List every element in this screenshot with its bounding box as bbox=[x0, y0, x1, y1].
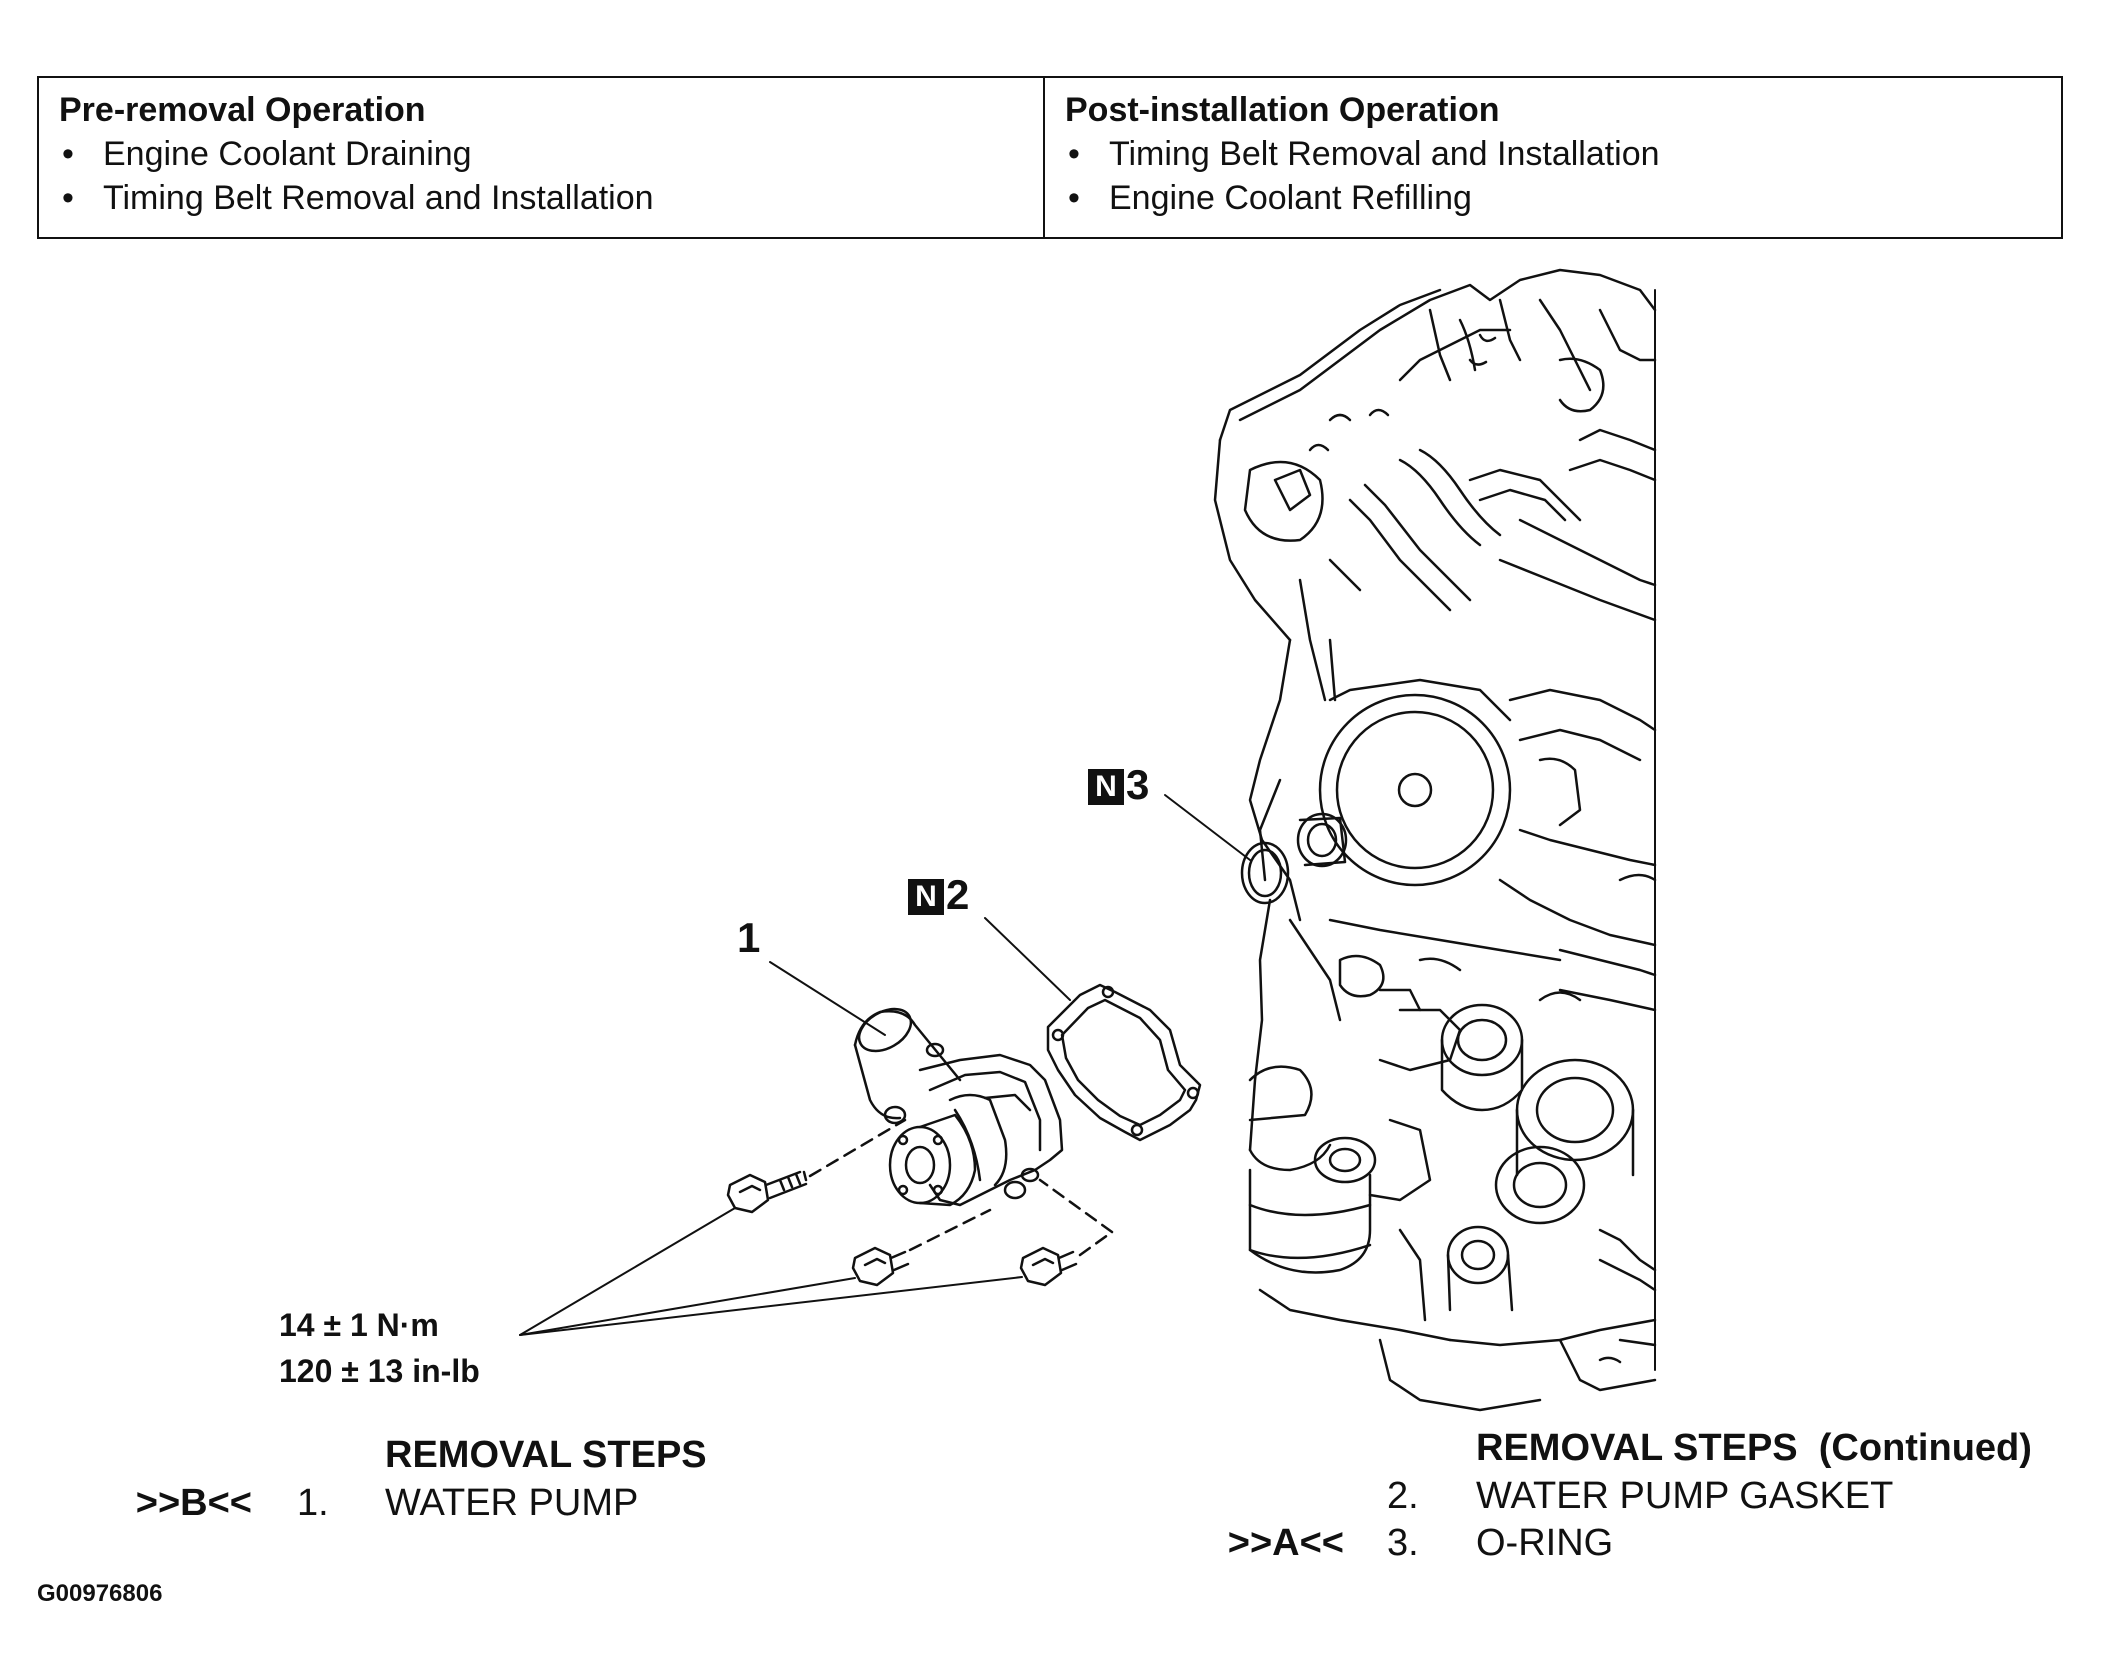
callout-part-2-number: 2 bbox=[946, 871, 970, 918]
post-installation-item: Timing Belt Removal and Installation bbox=[1065, 132, 2041, 176]
callout-part-1: 1 bbox=[737, 914, 761, 961]
bolt-short-1 bbox=[851, 1246, 910, 1287]
step-number: 3. bbox=[1387, 1522, 1419, 1564]
pre-removal-item: Timing Belt Removal and Installation bbox=[59, 176, 1023, 220]
step-reference: >>B<< bbox=[135, 1482, 252, 1524]
removal-step-row: >>A<< 3. O-RING bbox=[0, 1520, 2103, 1566]
post-installation-item: Engine Coolant Refilling bbox=[1065, 176, 2041, 220]
new-part-mark: N bbox=[1088, 769, 1124, 805]
removal-step-row: >>B<< 1. WATER PUMP bbox=[0, 1480, 1000, 1526]
removal-steps-continued-title: REMOVAL STEPS (Continued) bbox=[1476, 1427, 2032, 1469]
removal-step-row: 2. WATER PUMP GASKET bbox=[0, 1473, 2103, 1519]
torque-metric: 14 ± 1 N·m bbox=[279, 1307, 439, 1343]
step-text: WATER PUMP bbox=[385, 1482, 639, 1524]
post-installation-heading: Post-installation Operation bbox=[1065, 91, 1500, 129]
torque-imperial: 120 ± 13 in-lb bbox=[279, 1353, 480, 1389]
bolt-short-2 bbox=[1019, 1246, 1078, 1287]
operations-table: Pre-removal Operation Engine Coolant Dra… bbox=[37, 76, 2063, 239]
o-ring-drawing bbox=[1240, 841, 1290, 905]
water-pump-drawing bbox=[853, 1007, 1064, 1207]
step-number: 1. bbox=[297, 1482, 329, 1524]
pre-removal-heading: Pre-removal Operation bbox=[59, 91, 426, 129]
torque-spec: 14 ± 1 N·m 120 ± 13 in-lb bbox=[279, 1302, 480, 1394]
step-reference: >>A<< bbox=[1227, 1522, 1344, 1564]
pre-removal-column: Pre-removal Operation Engine Coolant Dra… bbox=[39, 78, 1045, 237]
bolt-long bbox=[726, 1170, 808, 1214]
step-number: 2. bbox=[1387, 1475, 1419, 1517]
figure-code: G00976806 bbox=[37, 1580, 163, 1607]
removal-steps-title: REMOVAL STEPS bbox=[385, 1434, 707, 1476]
step-text: O-RING bbox=[1476, 1522, 1614, 1564]
step-text: WATER PUMP GASKET bbox=[1476, 1475, 1894, 1517]
new-part-mark: N bbox=[908, 879, 944, 915]
post-installation-column: Post-installation Operation Timing Belt … bbox=[1045, 78, 2061, 237]
engine-block-drawing bbox=[1213, 268, 1657, 1412]
callout-part-3-number: 3 bbox=[1126, 761, 1150, 808]
water-pump-gasket-drawing bbox=[1046, 983, 1202, 1142]
pre-removal-item: Engine Coolant Draining bbox=[59, 132, 1023, 176]
